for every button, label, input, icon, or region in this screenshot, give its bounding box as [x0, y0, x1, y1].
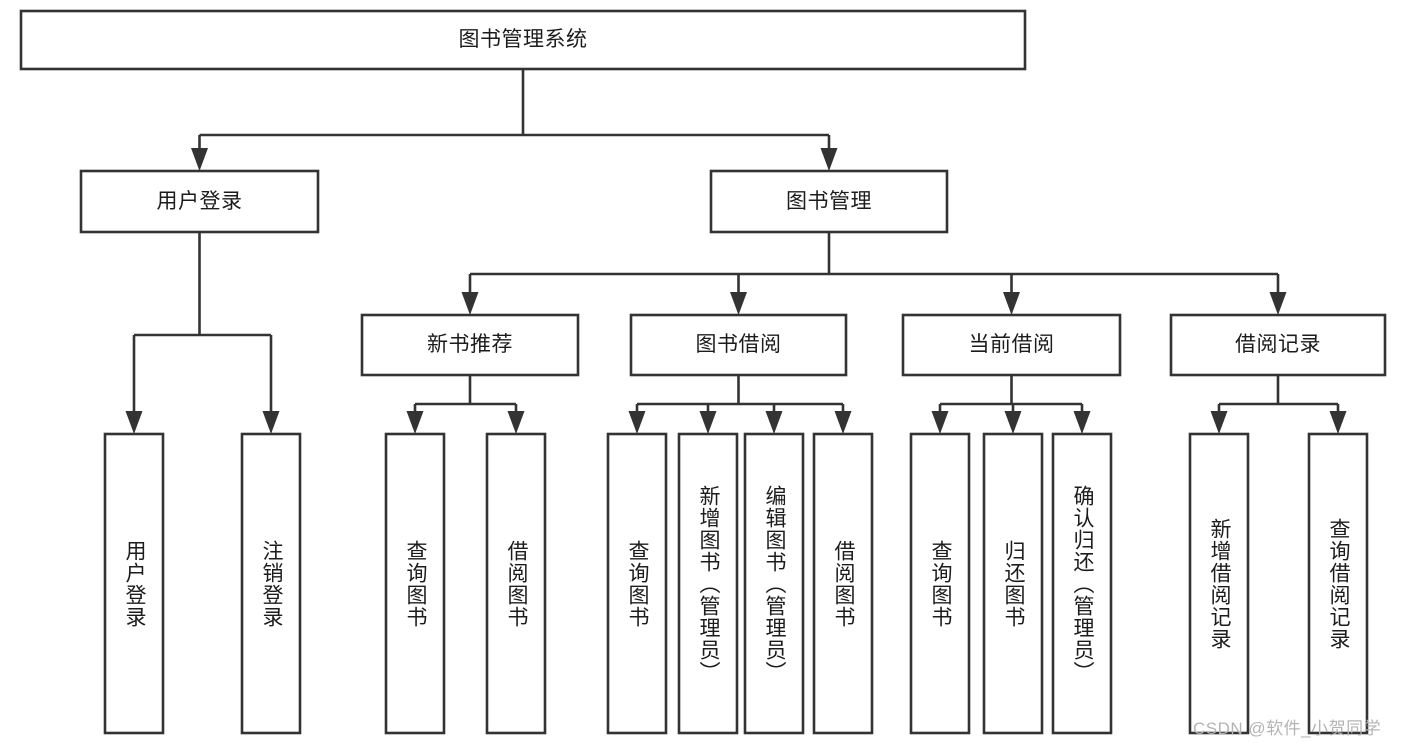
node-box-leaf-user-login[interactable]: [103, 432, 165, 735]
node-box-current-borrow[interactable]: [901, 313, 1122, 377]
arrowhead-book-borrow: [730, 292, 747, 315]
node-box-leaf-query-borrow-record[interactable]: [1307, 432, 1369, 735]
arrowhead-leaf-user-login: [125, 411, 143, 434]
arrowhead-leaf-borrow-book-2: [834, 411, 852, 434]
arrowhead-user-login: [191, 148, 208, 171]
arrowhead-current-borrow: [1003, 292, 1020, 315]
connector-user-login-to-leaves: [125, 232, 280, 434]
node-box-new-book-recommend[interactable]: [360, 313, 580, 377]
connector-current-borrow-to-leaves: [931, 375, 1091, 434]
node-box-leaf-borrow-book-1[interactable]: [485, 432, 547, 735]
node-box-leaf-edit-book-admin[interactable]: [743, 432, 805, 735]
arrowhead-borrow-record: [1269, 292, 1287, 315]
node-box-leaf-return-book[interactable]: [982, 432, 1044, 735]
node-box-leaf-query-book-2[interactable]: [606, 432, 668, 735]
node-box-leaf-borrow-book-2[interactable]: [812, 432, 874, 735]
node-box-leaf-confirm-return-admin[interactable]: [1051, 432, 1113, 735]
arrowhead-leaf-return-book: [1004, 411, 1022, 434]
arrowhead-book-manage: [820, 148, 838, 171]
node-box-book-manage[interactable]: [709, 169, 949, 234]
arrowhead-leaf-confirm-return-admin: [1073, 411, 1091, 434]
node-box-leaf-add-borrow-record[interactable]: [1188, 432, 1250, 735]
connector-book-borrow-to-leaves: [628, 375, 852, 434]
node-box-book-borrow[interactable]: [629, 313, 848, 377]
arrowhead-leaf-logout-login: [262, 411, 280, 434]
arrowhead-new-book-recommend: [461, 292, 479, 315]
node-box-root[interactable]: [19, 9, 1027, 71]
connector-new-book-recommend-to-leaves: [406, 375, 525, 434]
connector-book-manage-to-level3: [461, 232, 1287, 315]
connector-borrow-record-to-leaves: [1210, 375, 1347, 434]
node-box-leaf-add-book-admin[interactable]: [677, 432, 739, 735]
arrowhead-leaf-add-borrow-record: [1210, 411, 1228, 434]
arrowhead-leaf-query-book-3: [931, 411, 949, 434]
node-box-leaf-logout-login[interactable]: [240, 432, 302, 735]
csdn-watermark: CSDN @软件_小贺同学: [1193, 719, 1382, 738]
connector-root-to-level2: [191, 69, 838, 171]
arrowhead-leaf-edit-book-admin: [765, 411, 783, 434]
arrowhead-leaf-query-borrow-record: [1329, 411, 1347, 434]
node-box-user-login[interactable]: [79, 169, 320, 234]
node-box-leaf-query-book-3[interactable]: [909, 432, 971, 735]
arrowhead-leaf-query-book-2: [628, 411, 646, 434]
node-box-leaf-query-book-1[interactable]: [384, 432, 446, 735]
arrowhead-leaf-add-book-admin: [699, 411, 717, 434]
arrowhead-leaf-query-book-1: [406, 411, 424, 434]
node-box-borrow-record[interactable]: [1169, 313, 1387, 377]
arrowhead-leaf-borrow-book-1: [507, 411, 525, 434]
